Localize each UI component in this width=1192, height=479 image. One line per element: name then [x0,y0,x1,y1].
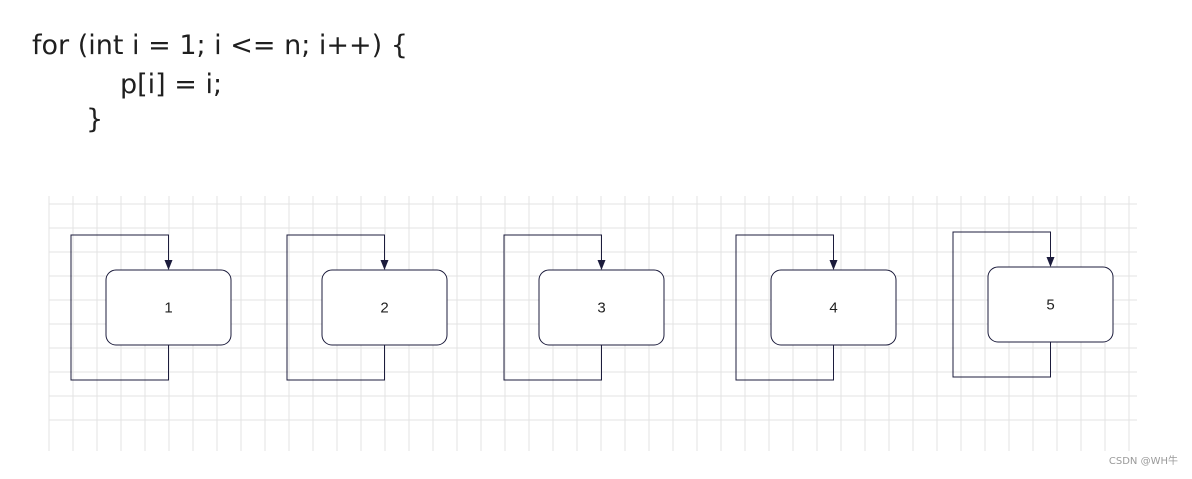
nodes-layer: 1 2 3 4 5 [70,231,1114,381]
self-loop-arrow-5 [952,231,1055,378]
self-loop-arrow-1 [70,234,173,381]
node-box-4 [770,269,897,346]
node-box-2 [321,269,448,346]
node-box-1 [105,269,232,346]
node-group-2: 2 [286,234,448,381]
node-group-3: 3 [503,234,665,381]
self-loop-arrow-4 [735,234,838,381]
node-label-3: 3 [597,300,605,317]
node-group-1: 1 [70,234,232,381]
node-label-4: 4 [829,300,837,317]
watermark: CSDN @WH牛 [1108,456,1178,467]
node-box-3 [538,269,665,346]
code-snippet: for (int i = 1; i <= n; i++) { p[i] = i;… [0,0,600,150]
code-line-closing-brace: } [86,104,104,135]
node-label-1: 1 [164,300,172,317]
code-line-assignment: p[i] = i; [120,69,223,100]
node-group-5: 5 [952,231,1114,378]
self-loop-arrow-3 [503,234,606,381]
node-label-2: 2 [380,300,388,317]
node-label-5: 5 [1046,297,1054,314]
code-line-for-loop: for (int i = 1; i <= n; i++) { [32,30,408,61]
node-box-5 [987,266,1114,343]
self-loop-arrow-2 [286,234,389,381]
node-group-4: 4 [735,234,897,381]
